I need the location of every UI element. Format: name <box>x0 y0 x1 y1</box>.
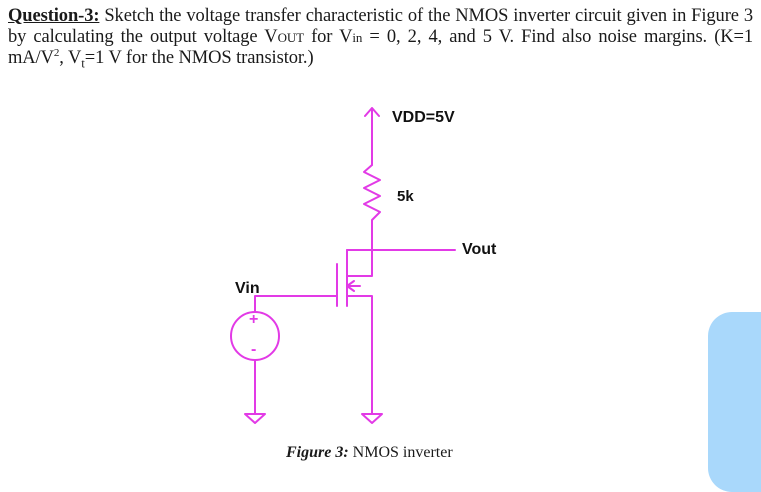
plus-sign: + <box>249 311 259 328</box>
squared-superscript: 2 <box>53 46 60 59</box>
nmos-inverter-circuit <box>230 107 456 424</box>
nmos-body-arrow <box>346 280 361 292</box>
vout-subscript: OUT <box>277 30 305 45</box>
question-part-1: Sketch the voltage transfer characterist… <box>8 6 753 47</box>
resistor-label: 5k <box>397 188 414 205</box>
floating-action-button[interactable] <box>708 312 761 492</box>
question-part-4: , V <box>59 48 82 68</box>
vin-label: Vin <box>235 280 260 297</box>
question-part-2: for V <box>303 27 353 47</box>
ground-symbol-left <box>244 409 266 424</box>
minus-sign: - <box>251 341 257 358</box>
vin-subscript: in <box>352 30 363 45</box>
question-part-5: =1 V for the NMOS transistor.) <box>84 48 314 68</box>
nmos-source-link <box>346 295 373 411</box>
nmos-drain-link <box>346 249 373 277</box>
vout-label: Vout <box>462 241 497 258</box>
vdd-arrow <box>364 107 380 166</box>
resistor-5k <box>363 164 381 251</box>
question-label: Question-3: <box>8 6 100 26</box>
question-text: Question-3: Sketch the voltage transfer … <box>8 6 753 74</box>
gate-wire <box>254 295 338 313</box>
vdd-label: VDD=5V <box>392 109 455 126</box>
vt-subscript: t <box>81 55 85 71</box>
figure-caption-label: Figure 3: <box>286 444 349 461</box>
ground-symbol-right <box>361 409 383 424</box>
figure-caption-text: NMOS inverter <box>348 444 453 461</box>
question-part-3: = 0, 2, 4, and 5 V. Find also noise marg… <box>8 27 753 68</box>
figure-caption: Figure 3: NMOS inverter <box>286 444 453 462</box>
